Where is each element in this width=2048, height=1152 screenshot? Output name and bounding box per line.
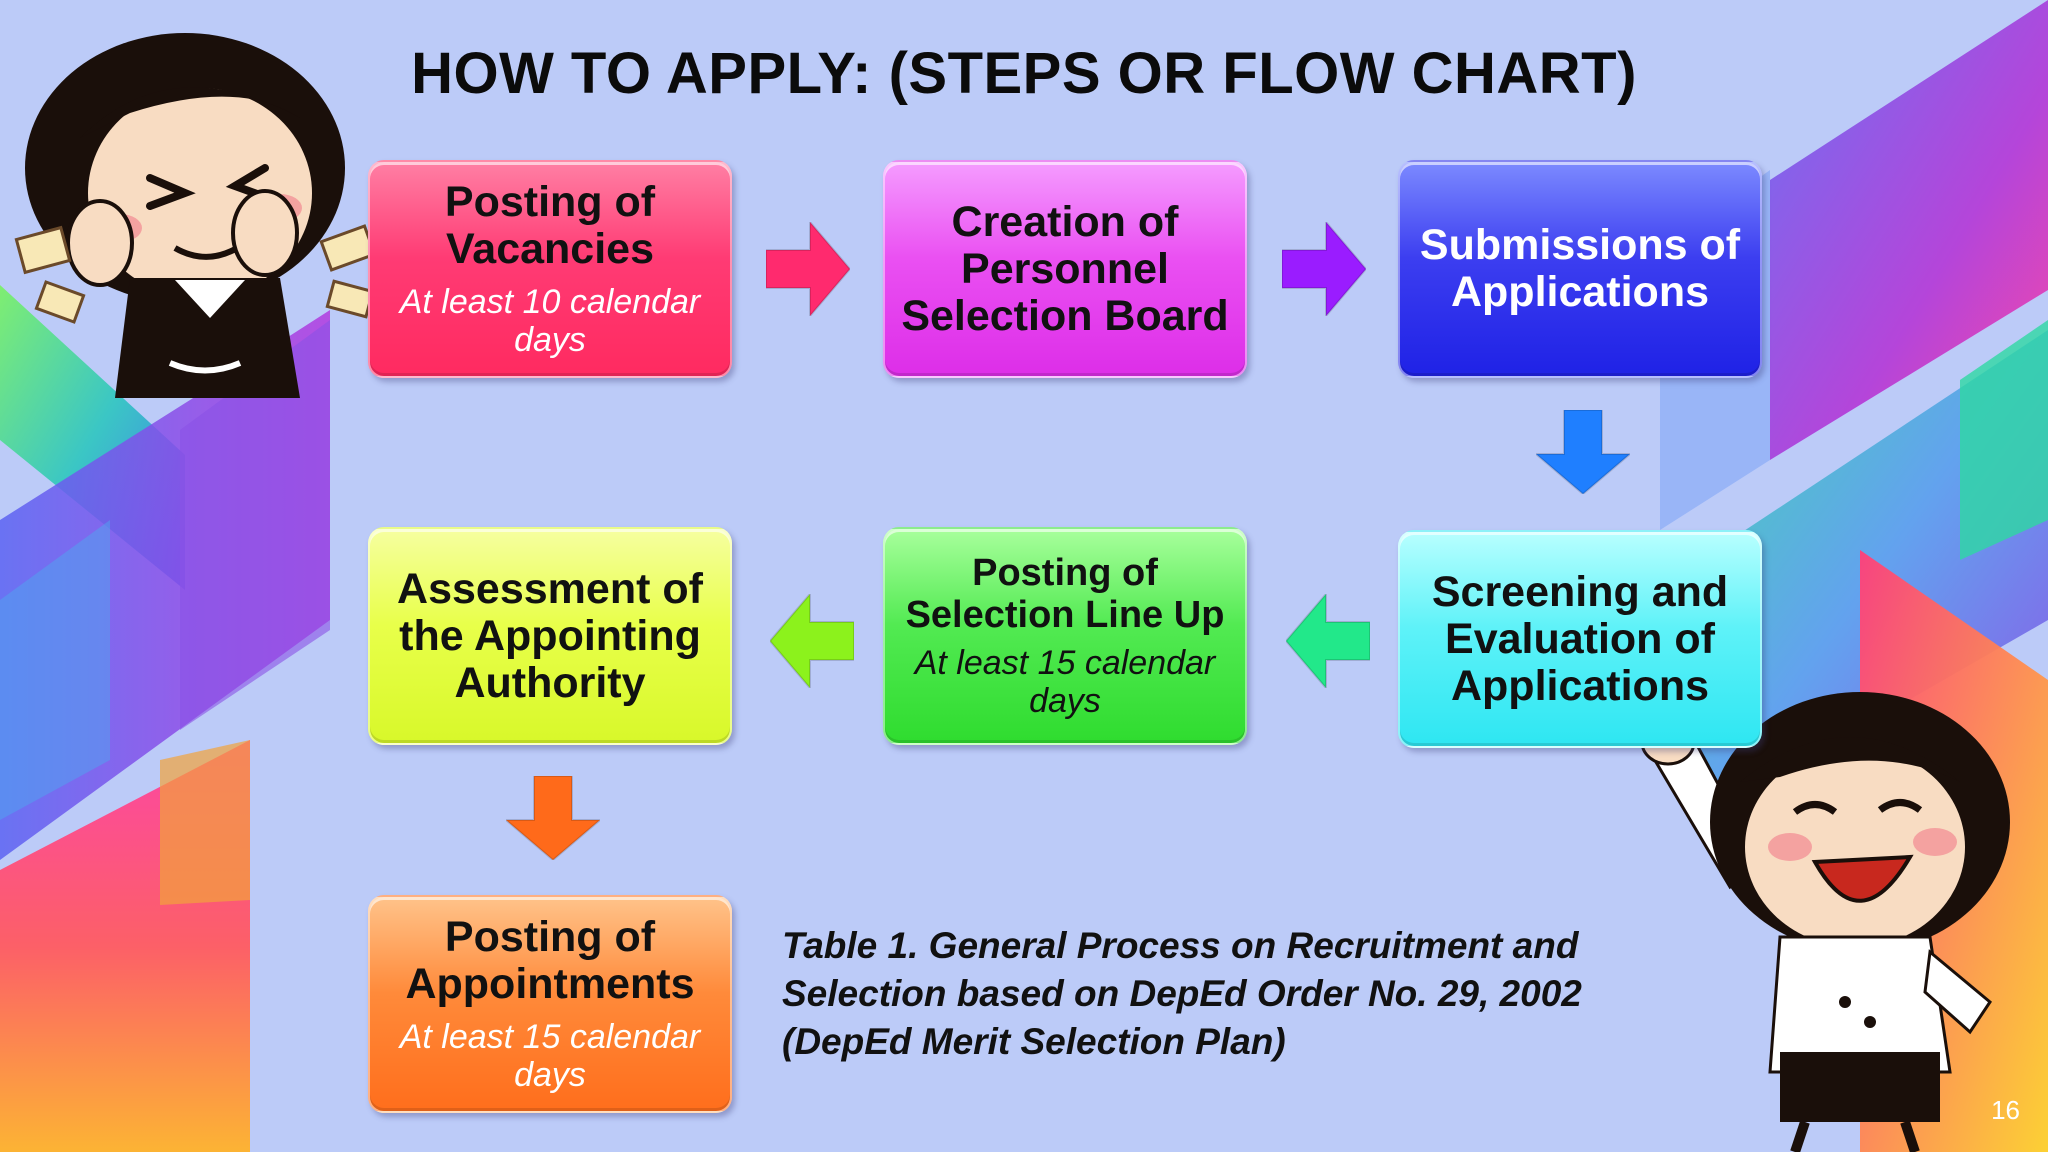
arrow-left-icon xyxy=(1286,594,1370,688)
step-note: At least 15 calendar days xyxy=(914,644,1216,720)
caption-line: Selection based on DepEd Order No. 29, 2… xyxy=(782,973,1582,1014)
step-label: Screening and Evaluation of Applications xyxy=(1431,567,1729,710)
step-screening-and-evaluation: Screening and Evaluation of Applications xyxy=(1398,530,1762,748)
step-posting-of-appointments: Posting of Appointments At least 15 cale… xyxy=(368,895,732,1113)
arrow-shape xyxy=(770,594,854,688)
step-posting-of-vacancies: Posting of Vacancies At least 10 calenda… xyxy=(368,160,732,378)
step-posting-of-selection-line-up: Posting of Selection Line Up At least 15… xyxy=(883,527,1247,745)
caption-line: Table 1. General Process on Recruitment … xyxy=(782,925,1579,966)
step-label: Creation of Personnel Selection Board xyxy=(901,197,1229,340)
arrow-shape xyxy=(1282,222,1366,316)
step-creation-of-personnel-selection-board: Creation of Personnel Selection Board xyxy=(883,160,1247,378)
step-submissions-of-applications: Submissions of Applications xyxy=(1398,160,1762,378)
arrow-down-icon xyxy=(506,776,600,860)
step-note: At least 10 calendar days xyxy=(399,283,701,359)
cartoon-girl-excited-icon xyxy=(14,33,377,398)
page-number: 16 xyxy=(1991,1095,2020,1125)
step-label: Submissions of Applications xyxy=(1419,221,1741,316)
arrow-left-icon xyxy=(770,594,854,688)
table-caption: Table 1. General Process on Recruitment … xyxy=(782,922,1682,1066)
arrow-shape xyxy=(506,776,600,860)
arrow-shape xyxy=(1536,410,1630,494)
arrow-right-icon xyxy=(1282,222,1366,316)
arrow-right-icon xyxy=(766,222,850,316)
step-label: Posting of Selection Line Up xyxy=(905,552,1225,636)
step-assessment-of-appointing-authority: Assessment of the Appointing Authority xyxy=(368,527,732,745)
page-title: HOW TO APPLY: (STEPS OR FLOW CHART) xyxy=(411,41,1637,106)
arrow-shape xyxy=(1286,594,1370,688)
cartoon-girl-pointing-icon xyxy=(1640,692,2010,1152)
step-label: Assessment of the Appointing Authority xyxy=(397,564,703,707)
step-note: At least 15 calendar days xyxy=(399,1018,701,1094)
caption-line: (DepEd Merit Selection Plan) xyxy=(782,1021,1286,1062)
arrow-down-icon xyxy=(1536,410,1630,494)
step-label: Posting of Appointments xyxy=(405,913,695,1008)
step-label: Posting of Vacancies xyxy=(444,178,656,273)
arrow-shape xyxy=(766,222,850,316)
